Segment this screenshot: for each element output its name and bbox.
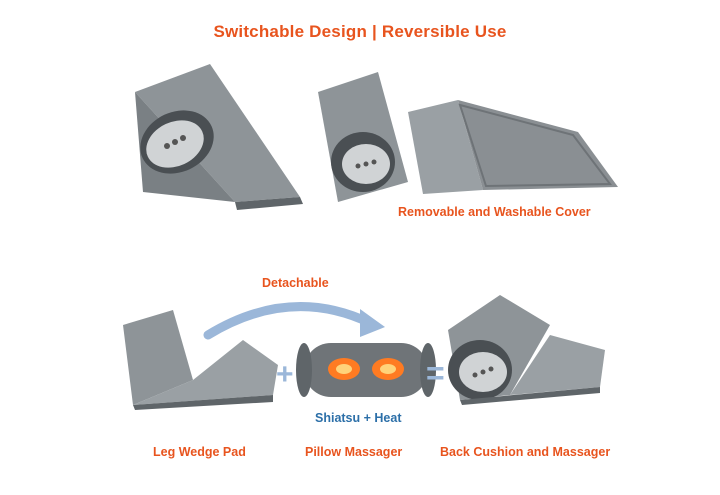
shiatsu-heat-caption: Shiatsu + Heat: [315, 411, 402, 425]
leg-wedge-caption: Leg Wedge Pad: [153, 445, 246, 459]
page-title: Switchable Design | Reversible Use: [213, 22, 507, 41]
back-cushion-caption: Back Cushion and Massager: [440, 445, 611, 459]
equals-sign: =: [426, 355, 445, 391]
plus-sign: +: [276, 358, 294, 391]
removable-cover-caption: Removable and Washable Cover: [398, 205, 591, 219]
leg-wedge-pad-image: [123, 310, 278, 410]
wedge-with-roller-image: [135, 64, 303, 210]
pillow-massager-image: [296, 343, 436, 397]
pillow-massager-caption: Pillow Massager: [305, 445, 403, 459]
back-cushion-massager-image: [448, 295, 605, 405]
detachable-caption: Detachable: [262, 276, 329, 290]
curved-arrow-icon: [203, 302, 385, 340]
unfolded-cushion-with-cover-image: [318, 72, 618, 202]
